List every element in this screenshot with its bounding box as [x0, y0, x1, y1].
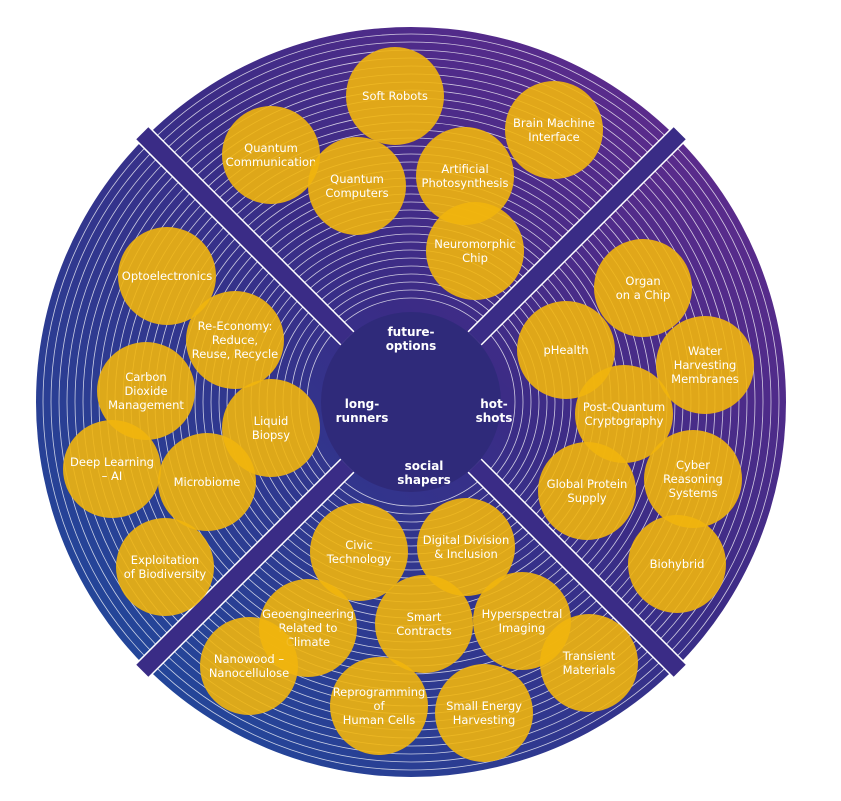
topic-bubble — [435, 664, 533, 762]
sector-label-top: future-options — [386, 325, 437, 353]
radar-core — [321, 312, 501, 492]
topic-label: Optoelectronics — [122, 269, 212, 283]
topic-bubble — [200, 617, 298, 715]
sector-label-right: hot-shots — [476, 397, 513, 425]
topic-bubble — [346, 47, 444, 145]
sector-label-left: long-runners — [336, 397, 389, 425]
topic-label: Nanowood –Nanocellulose — [209, 652, 289, 680]
topic-label: Biohybrid — [650, 557, 705, 571]
topic-bubble — [375, 575, 473, 673]
topic-bubble — [628, 515, 726, 613]
topic-bubble — [538, 442, 636, 540]
topic-bubble — [222, 379, 320, 477]
topic-label: pHealth — [543, 343, 588, 357]
sector-dividers — [135, 126, 687, 678]
sector-labels: future-options long-runners hot-shots socia… — [336, 325, 513, 487]
topic-bubble — [308, 137, 406, 235]
topic-label: Digital Division& Inclusion — [423, 533, 510, 561]
topic-bubble — [97, 342, 195, 440]
radar-ring — [42, 33, 780, 771]
topic-soft-robots: Soft Robots — [346, 47, 444, 145]
topic-bubble — [118, 227, 216, 325]
sector-divider — [468, 459, 686, 677]
sector-divider — [136, 127, 354, 345]
topic-nanowood-nanocellulose: Nanowood –Nanocellulose — [200, 617, 298, 715]
topic-bubble — [416, 127, 514, 225]
topic-bubble — [222, 106, 320, 204]
topic-biohybrid: Biohybrid — [628, 515, 726, 613]
topic-bubble — [158, 433, 256, 531]
topic-bubble — [644, 430, 742, 528]
topic-bubble — [594, 239, 692, 337]
topic-microbiome: Microbiome — [158, 433, 256, 531]
topic-label: Re-Economy:Reduce,Reuse, Recycle — [192, 319, 279, 361]
topic-bubble — [540, 614, 638, 712]
topic-bubble — [310, 503, 408, 601]
sector-divider — [136, 459, 354, 677]
topic-optoelectronics: Optoelectronics — [118, 227, 216, 325]
topic-bubble — [505, 81, 603, 179]
topic-bubble — [63, 420, 161, 518]
topic-bubble — [116, 518, 214, 616]
topic-digital-division-inclusion: Digital Division& Inclusion — [417, 498, 515, 596]
topic-label: Deep Learning– AI — [70, 455, 154, 483]
topic-bubble — [656, 316, 754, 414]
topic-bubble — [417, 498, 515, 596]
topic-bubble — [426, 202, 524, 300]
radar-ring — [50, 41, 772, 763]
sector-divider — [468, 127, 686, 345]
topic-re-economy: Re-Economy:Reduce,Reuse, Recycle — [186, 291, 284, 389]
topic-phealth: pHealth — [517, 301, 615, 399]
topic-bubble — [517, 301, 615, 399]
topic-label: Microbiome — [174, 475, 241, 489]
topic-bubble — [575, 365, 673, 463]
topic-label: Soft Robots — [362, 89, 428, 103]
topic-bubble — [186, 291, 284, 389]
topic-deep-learning-ai: Deep Learning– AI — [63, 420, 161, 518]
topic-bubble — [330, 657, 428, 755]
